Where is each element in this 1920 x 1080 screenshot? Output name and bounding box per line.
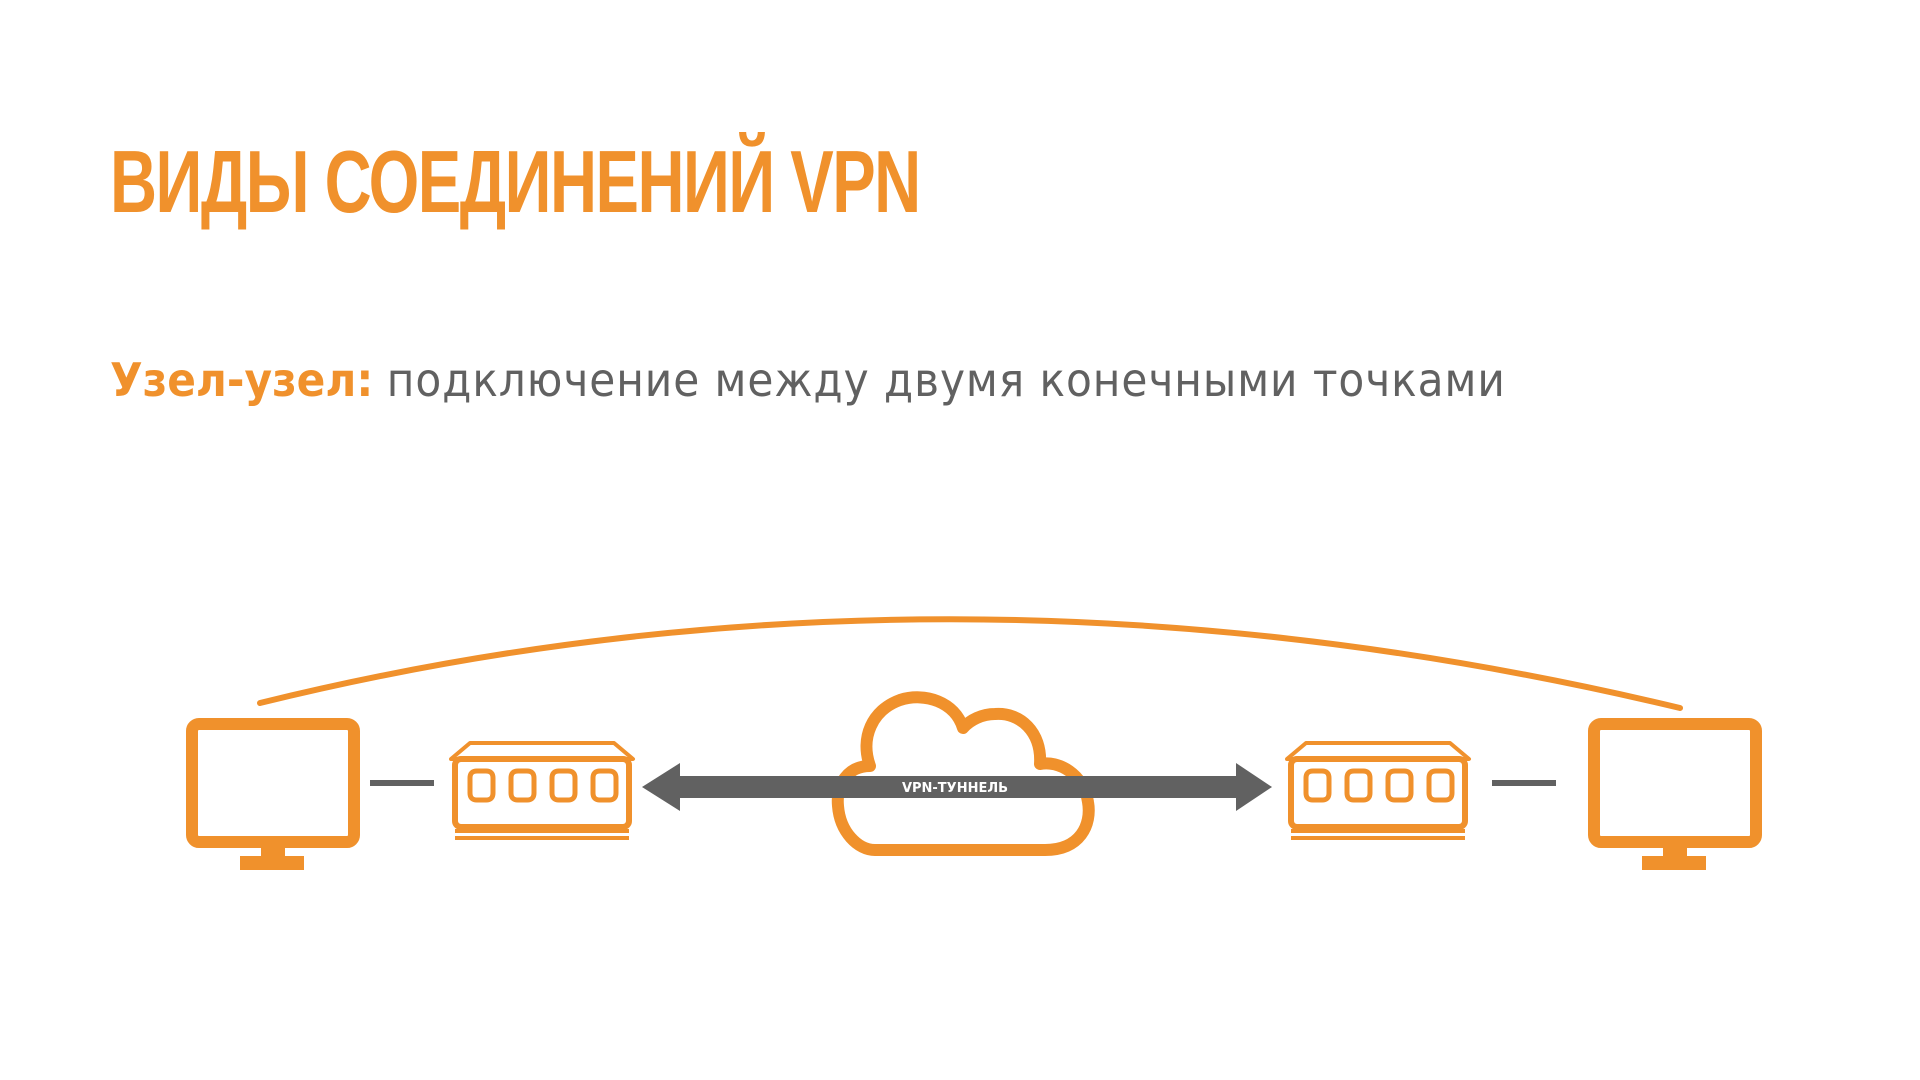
left-switch-icon [449, 741, 635, 840]
right-switch-icon [1285, 741, 1471, 840]
vpn-tunnel-arrow [642, 763, 1272, 811]
connection-type-description: Узел-узел: подключение между двумя конеч… [110, 350, 1506, 410]
internet-cloud-icon [831, 691, 1095, 856]
slide-title: ВИДЫ СОЕДИНЕНИЙ VPN [110, 132, 921, 231]
connection-type-text: подключение между двумя конечными точкам… [386, 353, 1506, 407]
left-computer-icon [186, 718, 360, 870]
connection-type-term: Узел-узел: [110, 353, 374, 407]
right-computer-icon [1588, 718, 1762, 870]
end-to-end-arc [257, 616, 1683, 711]
vpn-tunnel-label: VPN-ТУННЕЛЬ [902, 781, 1008, 796]
vpn-diagram: VPN-ТУННЕЛЬ [186, 616, 1762, 870]
